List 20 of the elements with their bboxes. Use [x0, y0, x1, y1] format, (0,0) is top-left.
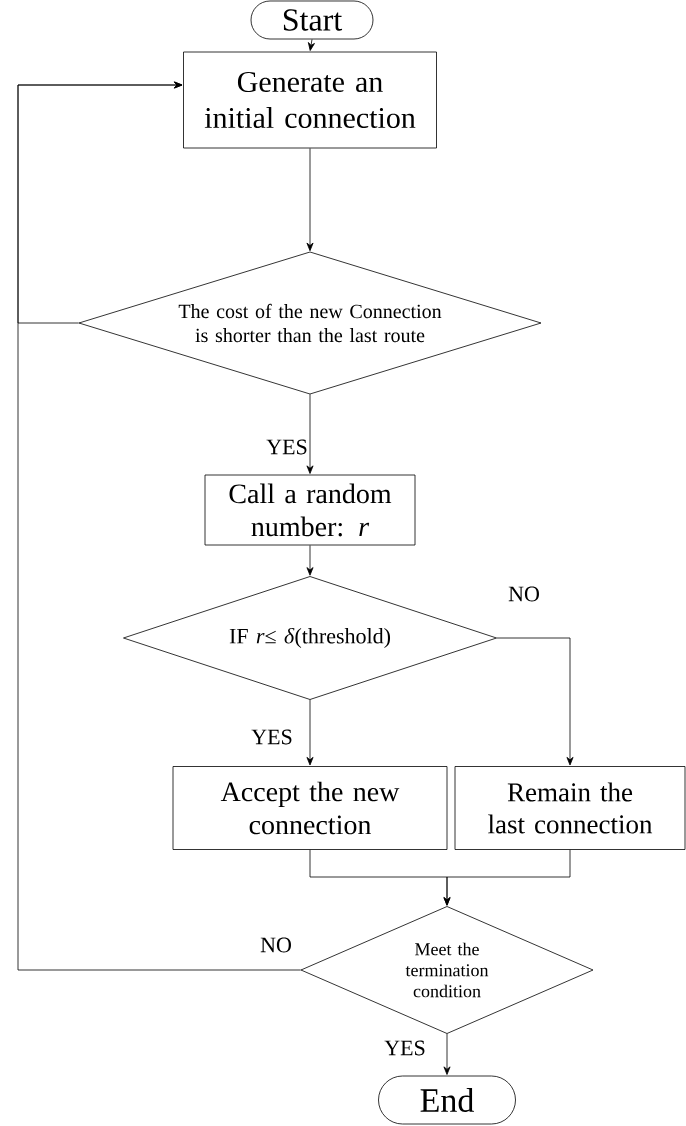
process-box: Call a random number: r [204, 474, 416, 546]
edge-label: YES [383, 1039, 427, 1057]
arrow [306, 393, 314, 474]
process-box: Accept the new connection [172, 766, 448, 850]
edge-label: YES [250, 728, 294, 746]
arrow [306, 545, 314, 576]
arrow [306, 148, 314, 252]
edge-label: NO [259, 936, 293, 954]
process-box: Remain the last connection [454, 766, 686, 850]
arrow [307, 39, 315, 51]
arrow [496, 637, 574, 766]
terminal-box: Start [250, 0, 374, 40]
terminal-box: End [378, 1075, 516, 1125]
arrow [443, 849, 571, 906]
process-box: Generate an initial connection [183, 51, 437, 149]
arrow [443, 1033, 451, 1075]
edge-label: NO [507, 585, 541, 603]
arrow [306, 699, 314, 766]
arrow [17, 81, 302, 971]
edge-label: YES [265, 438, 309, 456]
